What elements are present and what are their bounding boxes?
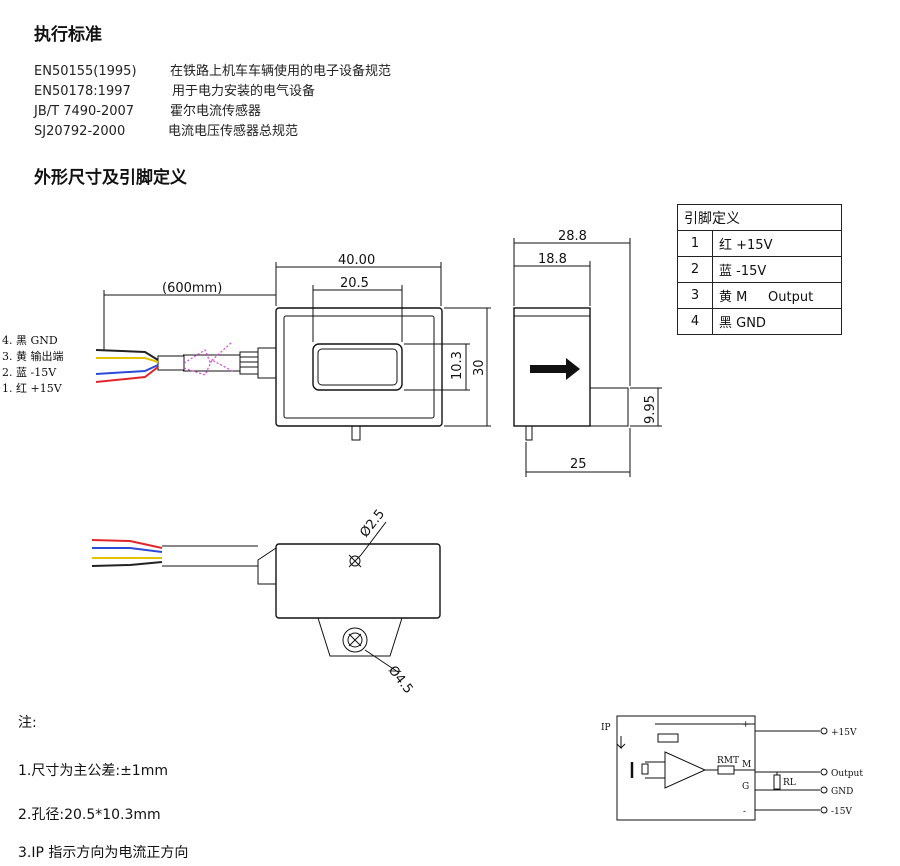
- circuit-box: [616, 715, 756, 821]
- break-symbol: [183, 341, 235, 376]
- pin-function: 黑 GND: [712, 308, 842, 335]
- dim-hole-small: Ø2.5: [357, 507, 388, 541]
- sensor-body-front: [275, 307, 443, 427]
- dim-base: 25: [570, 457, 587, 472]
- pin-function: 蓝 -15V: [712, 256, 842, 283]
- sensor-body-side: [513, 307, 591, 427]
- circuit-g: G: [742, 782, 749, 792]
- standard-desc: 用于电力安装的电气设备: [172, 84, 316, 99]
- wire-label: 3. 黄 输出端: [2, 349, 64, 363]
- wires-bottom: [91, 539, 163, 567]
- standard-code: SJ20792-2000: [34, 124, 126, 139]
- current-direction-arrow: [530, 358, 580, 380]
- notes-title: 注:: [18, 715, 37, 731]
- circuit-out-gnd: GND: [831, 787, 853, 797]
- dim-height: 30: [472, 359, 487, 376]
- standard-desc: 在铁路上机车车辆使用的电子设备规范: [170, 64, 392, 79]
- dim-depth: 28.8: [558, 229, 587, 244]
- standard-desc: 霍尔电流传感器: [170, 104, 262, 119]
- dim-hole-big: Ø4.5: [385, 663, 416, 697]
- circuit-out-minus15: -15V: [831, 807, 852, 817]
- note-item: 2.孔径:20.5*10.3mm: [18, 807, 161, 823]
- standard-code: JB/T 7490-2007: [34, 104, 135, 119]
- outline-title: 外形尺寸及引脚定义: [34, 168, 187, 188]
- standard-item: EN50155(1995) 在铁路上机车车辆使用的电子设备规范: [34, 62, 454, 82]
- standards-title: 执行标准: [34, 25, 102, 45]
- standard-item: SJ20792-2000 电流电压传感器总规范: [34, 122, 454, 142]
- wires-front: [95, 349, 159, 383]
- dim-window-height: 10.3: [450, 351, 465, 380]
- dim-cable: (600mm): [162, 281, 222, 296]
- standard-item: EN50178:1997 用于电力安装的电气设备: [34, 82, 454, 102]
- standard-code: EN50155(1995): [34, 64, 137, 79]
- note-item: 1.尺寸为主公差:±1mm: [18, 763, 168, 779]
- sensor-body-bottom: [275, 543, 441, 619]
- dim-depth-inner: 18.8: [538, 252, 567, 267]
- pin-number: 1: [677, 230, 713, 257]
- circuit-rl: RL: [783, 778, 796, 788]
- standards-list: EN50155(1995) 在铁路上机车车辆使用的电子设备规范 EN50178:1…: [34, 62, 454, 142]
- circuit-out-plus15: +15V: [831, 728, 857, 738]
- sensor-window: [312, 343, 403, 391]
- standard-desc: 电流电压传感器总规范: [168, 124, 299, 139]
- mount-pin: [351, 425, 361, 441]
- dim-window-width: 20.5: [340, 276, 369, 291]
- dim-foot: 9.95: [643, 395, 658, 424]
- standard-item: JB/T 7490-2007 霍尔电流传感器: [34, 102, 454, 122]
- circuit-minus: -: [743, 807, 746, 817]
- wire-label: 2. 蓝 -15V: [2, 366, 57, 379]
- side-foot: [589, 387, 629, 427]
- circuit-out-output: Output: [831, 769, 863, 779]
- pin-function: 红 +15V: [712, 230, 842, 257]
- note-item: 3.IP 指示方向为电流正方向: [18, 845, 189, 861]
- wire-label: 1. 红 +15V: [2, 382, 63, 395]
- standard-code: EN50178:1997: [34, 84, 131, 99]
- sensor-body-inner: [283, 315, 435, 419]
- circuit-m: M: [742, 760, 751, 770]
- wire-label: 4. 黑 GND: [2, 334, 58, 347]
- dim-width: 40.00: [338, 253, 375, 268]
- circuit-ip-label: IP: [601, 723, 611, 733]
- pin-function: 黄 M Output: [712, 282, 842, 309]
- pin-number: 2: [677, 256, 713, 283]
- circuit-plus: +: [742, 720, 750, 730]
- circuit-rmt: RMT: [717, 756, 739, 766]
